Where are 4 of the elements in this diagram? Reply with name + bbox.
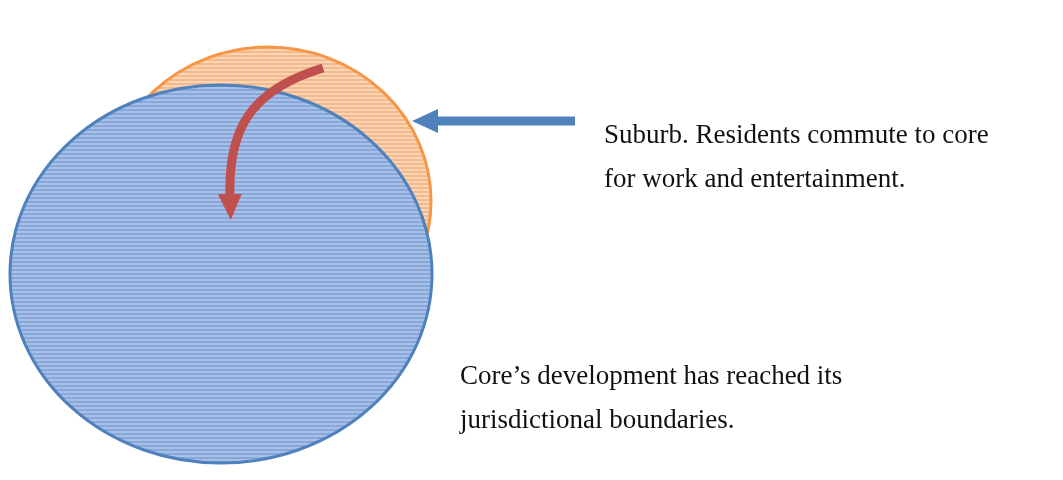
arrow [412, 109, 575, 133]
annotation-text: Core’s development has reached its jurisdictional boundaries. [460, 359, 844, 436]
arrow [218, 63, 325, 220]
annotation-text: Suburb. Residents commute to core for work and entertainment. [604, 112, 1004, 200]
